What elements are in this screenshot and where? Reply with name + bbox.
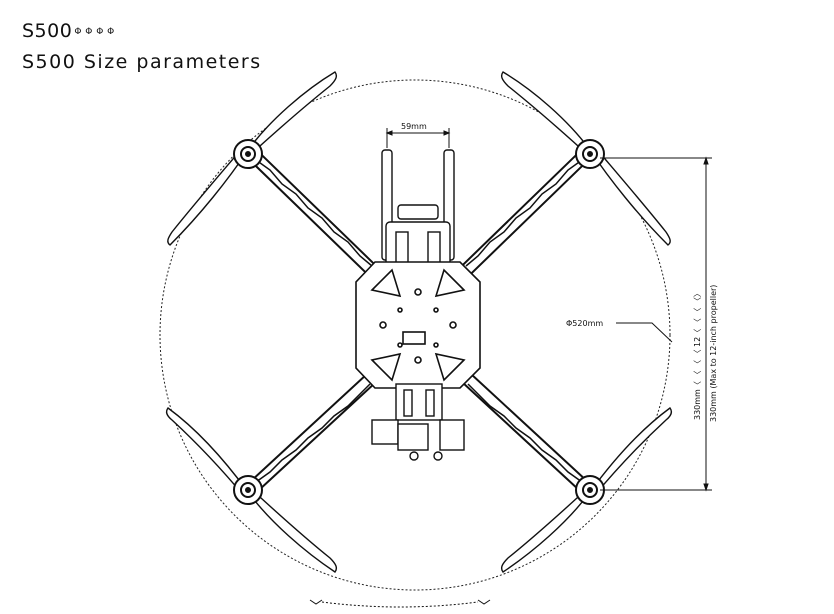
- motors: [233, 139, 605, 505]
- center-plate: [355, 261, 481, 389]
- propeller-top-left: [167, 71, 338, 246]
- propeller-sweep-circle: [159, 79, 671, 591]
- diameter-label: Φ520mm: [566, 319, 603, 328]
- arm-bottom-left: [243, 366, 383, 498]
- frame-arms: [243, 144, 595, 498]
- propeller-bottom-left: [165, 407, 338, 573]
- arm-bottom-right: [455, 366, 595, 498]
- width-dimension-label: 59mm: [401, 122, 427, 131]
- battery-mount: [381, 149, 455, 273]
- motor-top-right: [575, 139, 605, 169]
- width-dimension: [385, 128, 451, 148]
- gimbal-assembly: [371, 383, 465, 461]
- arm-top-right: [453, 144, 595, 284]
- arm-top-left: [243, 144, 385, 284]
- propellers: [165, 71, 673, 573]
- model-title-text: S500: [22, 20, 73, 42]
- bottom-marker: [309, 599, 491, 608]
- height-dimension-label-cn: 330mm〈 〈 〈 〈 12〈 〈 〈 〈〉: [693, 289, 702, 420]
- diameter-callout: [616, 322, 673, 343]
- motor-bottom-right: [575, 475, 605, 505]
- propeller-bottom-right: [500, 407, 673, 573]
- size-parameters-title: S500 Size parameters: [22, 51, 262, 73]
- motor-bottom-left: [233, 475, 263, 505]
- motor-top-left: [233, 139, 263, 169]
- height-dimension: [600, 156, 712, 492]
- propeller-top-right: [500, 71, 671, 246]
- height-dimension-label-en: 330mm (Max to 12-inch propeller): [709, 285, 718, 422]
- model-title-glyphs: Φ Φ Φ Φ: [74, 26, 115, 37]
